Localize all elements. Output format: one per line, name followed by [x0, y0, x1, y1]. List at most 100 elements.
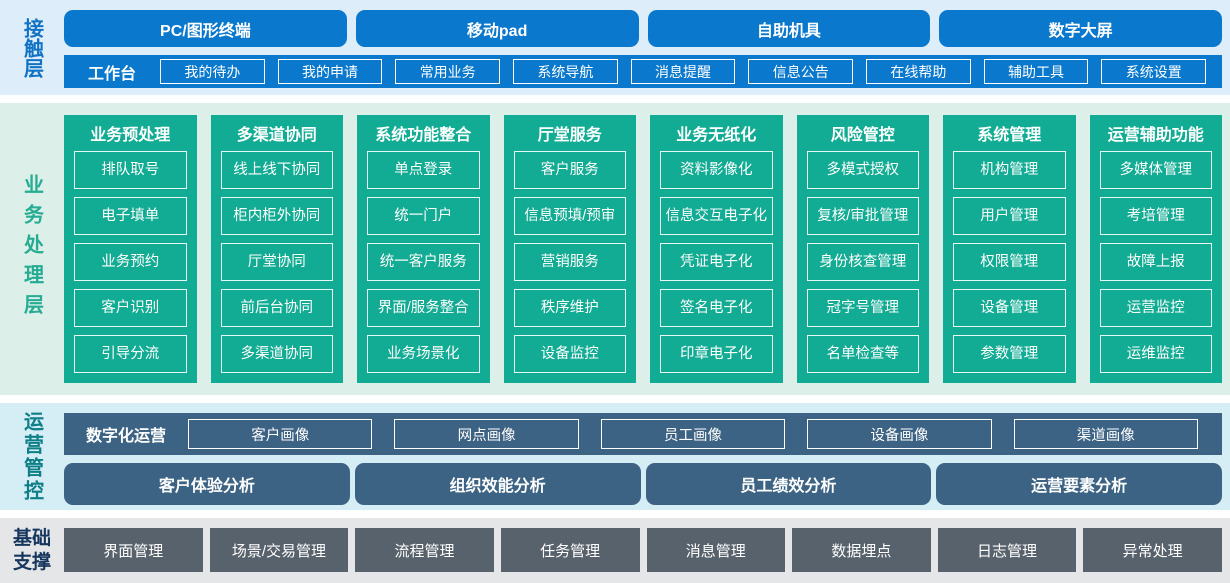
- business-columns: 业务预处理 排队取号 电子填单 业务预约 客户识别 引导分流 多渠道协同 线上线…: [64, 103, 1222, 383]
- foundation-ui-management: 界面管理: [64, 528, 203, 572]
- workbench-item-my-todo: 我的待办: [160, 59, 265, 84]
- contact-layer: 接触层 PC/图形终端 移动pad 自助机具 数字大屏 工作台 我的待办 我的申…: [0, 0, 1230, 95]
- workbench-item-info-bulletin: 信息公告: [748, 59, 854, 84]
- channel-digital-screen: 数字大屏: [939, 10, 1222, 47]
- foundation-message-management: 消息管理: [646, 528, 786, 572]
- foundation-row: 界面管理 场景/交易管理 流程管理 任务管理 消息管理 数据埋点 日志管理 异常…: [64, 528, 1222, 572]
- foundation-scenario-transaction-management: 场景/交易管理: [209, 528, 349, 572]
- feature-box: 业务预约: [74, 243, 187, 281]
- column-title: 系统功能整合: [375, 127, 472, 144]
- workbench-item-online-help: 在线帮助: [866, 59, 971, 84]
- feature-box: 统一客户服务: [367, 243, 480, 281]
- workbench-item-auxiliary-tools: 辅助工具: [983, 59, 1089, 84]
- feature-box: 运维监控: [1099, 335, 1212, 373]
- workbench-item-common-business: 常用业务: [395, 59, 501, 84]
- feature-box: 客户识别: [74, 289, 187, 327]
- feature-box: 权限管理: [953, 243, 1066, 281]
- feature-box: 多渠道协同: [220, 335, 333, 373]
- workbench-item-message-reminder: 消息提醒: [630, 59, 736, 84]
- workbench-items: 我的待办 我的申请 常用业务 系统导航 消息提醒 信息公告 在线帮助 辅助工具 …: [160, 59, 1207, 84]
- feature-box: 资料影像化: [660, 151, 773, 189]
- feature-box: 信息交互电子化: [660, 197, 773, 235]
- analysis-customer-experience: 客户体验分析: [64, 463, 350, 505]
- feature-box: 厅堂协同: [220, 243, 333, 281]
- column-business-preprocessing: 业务预处理 排队取号 电子填单 业务预约 客户识别 引导分流: [64, 115, 197, 383]
- digital-operations-label: 数字化运营: [86, 428, 167, 445]
- feature-box: 身份核查管理: [806, 243, 919, 281]
- channel-mobile-pad: 移动pad: [355, 10, 639, 47]
- column-lobby-services: 厅堂服务 客户服务 信息预填/预审 营销服务 秩序维护 设备监控: [503, 115, 636, 383]
- feature-box: 印章电子化: [660, 335, 773, 373]
- operations-control-layer: 运营管控 数字化运营 客户画像 网点画像 员工画像 设备画像 渠道画像 客户体验…: [0, 403, 1230, 510]
- column-paperless-business: 业务无纸化 资料影像化 信息交互电子化 凭证电子化 签名电子化 印章电子化: [650, 115, 783, 383]
- feature-box: 业务场景化: [367, 335, 480, 373]
- feature-box: 用户管理: [953, 197, 1066, 235]
- column-title: 运营辅助功能: [1107, 127, 1204, 144]
- column-title: 系统管理: [977, 127, 1042, 144]
- column-operation-auxiliary-functions: 运营辅助功能 多媒体管理 考培管理 故障上报 运营监控 运维监控: [1089, 115, 1222, 383]
- feature-box: 秩序维护: [513, 289, 626, 327]
- feature-box: 前后台协同: [220, 289, 333, 327]
- foundation-support-layer: 基础支撑 界面管理 场景/交易管理 流程管理 任务管理 消息管理 数据埋点 日志…: [0, 518, 1230, 583]
- feature-box: 冠字号管理: [806, 289, 919, 327]
- workbench-bar: 工作台 我的待办 我的申请 常用业务 系统导航 消息提醒 信息公告 在线帮助 辅…: [64, 55, 1222, 88]
- workbench-item-my-applications: 我的申请: [277, 59, 383, 84]
- feature-box: 签名电子化: [660, 289, 773, 327]
- feature-box: 排队取号: [74, 151, 187, 189]
- feature-box: 设备监控: [513, 335, 626, 373]
- business-layer-label: 业务处理层: [20, 174, 43, 324]
- contact-layer-label: 接触层: [20, 17, 43, 78]
- foundation-layer-label: 基础支撑: [12, 527, 51, 573]
- foundation-data-tracking: 数据埋点: [792, 528, 931, 572]
- analysis-employee-performance: 员工绩效分析: [645, 463, 932, 505]
- feature-box: 柜内柜外协同: [220, 197, 333, 235]
- feature-box: 名单检查等: [806, 335, 919, 373]
- profile-customer: 客户画像: [188, 419, 373, 449]
- feature-box: 信息预填/预审: [513, 197, 626, 235]
- feature-box: 复核/审批管理: [806, 197, 919, 235]
- feature-box: 参数管理: [953, 335, 1066, 373]
- feature-box: 故障上报: [1099, 243, 1212, 281]
- channel-row: PC/图形终端 移动pad 自助机具 数字大屏: [64, 10, 1222, 47]
- channel-pc-terminal: PC/图形终端: [64, 10, 347, 47]
- feature-box: 线上线下协同: [220, 151, 333, 189]
- workbench-item-system-navigation: 系统导航: [513, 59, 618, 84]
- analysis-organizational-efficiency: 组织效能分析: [354, 463, 641, 505]
- foundation-task-management: 任务管理: [500, 528, 640, 572]
- column-system-function-integration: 系统功能整合 单点登录 统一门户 统一客户服务 界面/服务整合 业务场景化: [357, 115, 490, 383]
- feature-box: 多模式授权: [806, 151, 919, 189]
- column-title: 多渠道协同: [236, 127, 317, 144]
- foundation-process-management: 流程管理: [355, 528, 494, 572]
- feature-box: 运营监控: [1099, 289, 1212, 327]
- column-title: 厅堂服务: [537, 127, 602, 144]
- column-title: 业务预处理: [90, 127, 171, 144]
- analysis-row: 客户体验分析 组织效能分析 员工绩效分析 运营要素分析: [64, 463, 1222, 505]
- profile-branch: 网点画像: [394, 419, 579, 449]
- column-risk-control: 风险管控 多模式授权 复核/审批管理 身份核查管理 冠字号管理 名单检查等: [796, 115, 929, 383]
- foundation-exception-handling: 异常处理: [1083, 528, 1222, 572]
- feature-box: 设备管理: [953, 289, 1066, 327]
- feature-box: 多媒体管理: [1099, 151, 1212, 189]
- column-system-management: 系统管理 机构管理 用户管理 权限管理 设备管理 参数管理: [943, 115, 1076, 383]
- feature-box: 界面/服务整合: [367, 289, 480, 327]
- workbench-label: 工作台: [88, 65, 137, 83]
- profile-channel: 渠道画像: [1013, 419, 1198, 449]
- analysis-operational-elements: 运营要素分析: [936, 463, 1222, 505]
- feature-box: 引导分流: [74, 335, 187, 373]
- feature-box: 凭证电子化: [660, 243, 773, 281]
- feature-box: 统一门户: [367, 197, 480, 235]
- column-multichannel-collaboration: 多渠道协同 线上线下协同 柜内柜外协同 厅堂协同 前后台协同 多渠道协同: [210, 115, 343, 383]
- feature-box: 机构管理: [953, 151, 1066, 189]
- profile-employee: 员工画像: [600, 419, 786, 449]
- feature-box: 客户服务: [513, 151, 626, 189]
- profile-boxes: 客户画像 网点画像 员工画像 设备画像 渠道画像: [188, 419, 1198, 449]
- operations-layer-label: 运营管控: [20, 410, 43, 503]
- digital-operations-bar: 数字化运营 客户画像 网点画像 员工画像 设备画像 渠道画像: [64, 413, 1222, 455]
- workbench-item-system-settings: 系统设置: [1101, 59, 1207, 84]
- column-title: 风险管控: [830, 127, 895, 144]
- feature-box: 电子填单: [74, 197, 187, 235]
- feature-box: 营销服务: [513, 243, 626, 281]
- profile-device: 设备画像: [807, 419, 992, 449]
- foundation-log-management: 日志管理: [937, 528, 1077, 572]
- channel-self-service: 自助机具: [647, 10, 931, 47]
